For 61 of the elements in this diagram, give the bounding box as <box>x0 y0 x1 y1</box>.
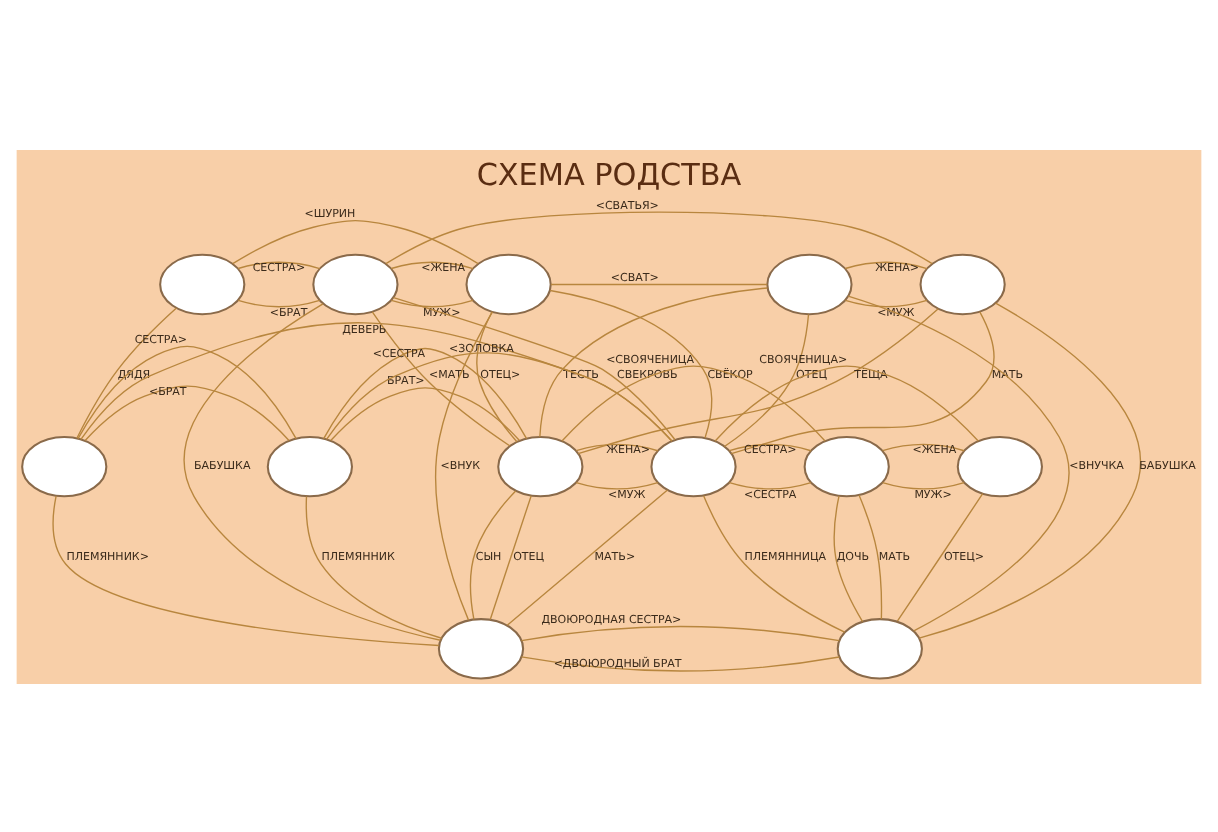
connector <box>550 282 768 285</box>
connector <box>325 351 673 441</box>
connector <box>844 260 928 269</box>
connector <box>847 294 1070 631</box>
node-circle <box>836 617 923 679</box>
connector <box>392 296 676 440</box>
connector <box>575 442 659 451</box>
connector <box>385 210 933 264</box>
connector <box>489 494 532 620</box>
connector <box>323 346 528 439</box>
connector <box>723 312 810 447</box>
connector <box>232 218 479 264</box>
connector <box>77 344 297 439</box>
connector <box>896 492 984 621</box>
connector <box>80 321 673 441</box>
connector <box>714 364 979 441</box>
diagram-title: СХЕМА РОДСТВА <box>476 156 742 193</box>
connector <box>702 493 846 632</box>
connector <box>561 364 826 441</box>
node-circle <box>266 434 353 497</box>
connector <box>539 286 769 437</box>
connector <box>520 624 840 641</box>
connector <box>575 480 659 489</box>
connector <box>469 489 517 620</box>
node-circle <box>766 252 853 315</box>
connector <box>520 655 840 671</box>
node-circle <box>437 617 525 679</box>
node-circle <box>497 434 584 497</box>
connector <box>435 310 494 620</box>
connector <box>390 298 474 307</box>
connector <box>371 310 511 446</box>
node-circle <box>312 252 399 315</box>
node-circle <box>650 434 737 497</box>
connector <box>728 480 812 489</box>
node-circle <box>803 434 890 497</box>
connector <box>183 302 442 640</box>
connector <box>730 310 995 454</box>
connector <box>476 310 518 442</box>
connector <box>84 384 290 441</box>
node-circle <box>919 252 1006 315</box>
connector <box>577 307 939 454</box>
connector <box>881 442 965 451</box>
connector <box>76 306 178 438</box>
connector <box>728 442 812 451</box>
connector <box>390 260 474 269</box>
connector <box>844 298 928 307</box>
connector <box>506 488 669 625</box>
node-circle <box>159 252 246 315</box>
connector <box>881 480 965 489</box>
node-circle <box>956 434 1043 497</box>
connector <box>330 386 521 441</box>
node-circle <box>465 252 552 315</box>
connector <box>237 298 321 307</box>
connector <box>237 260 321 269</box>
node-circle <box>21 434 108 497</box>
connector <box>52 494 440 646</box>
connector <box>305 494 443 638</box>
connector <box>918 301 1141 638</box>
connector <box>833 494 864 622</box>
connector <box>858 493 883 619</box>
connector <box>549 288 713 438</box>
